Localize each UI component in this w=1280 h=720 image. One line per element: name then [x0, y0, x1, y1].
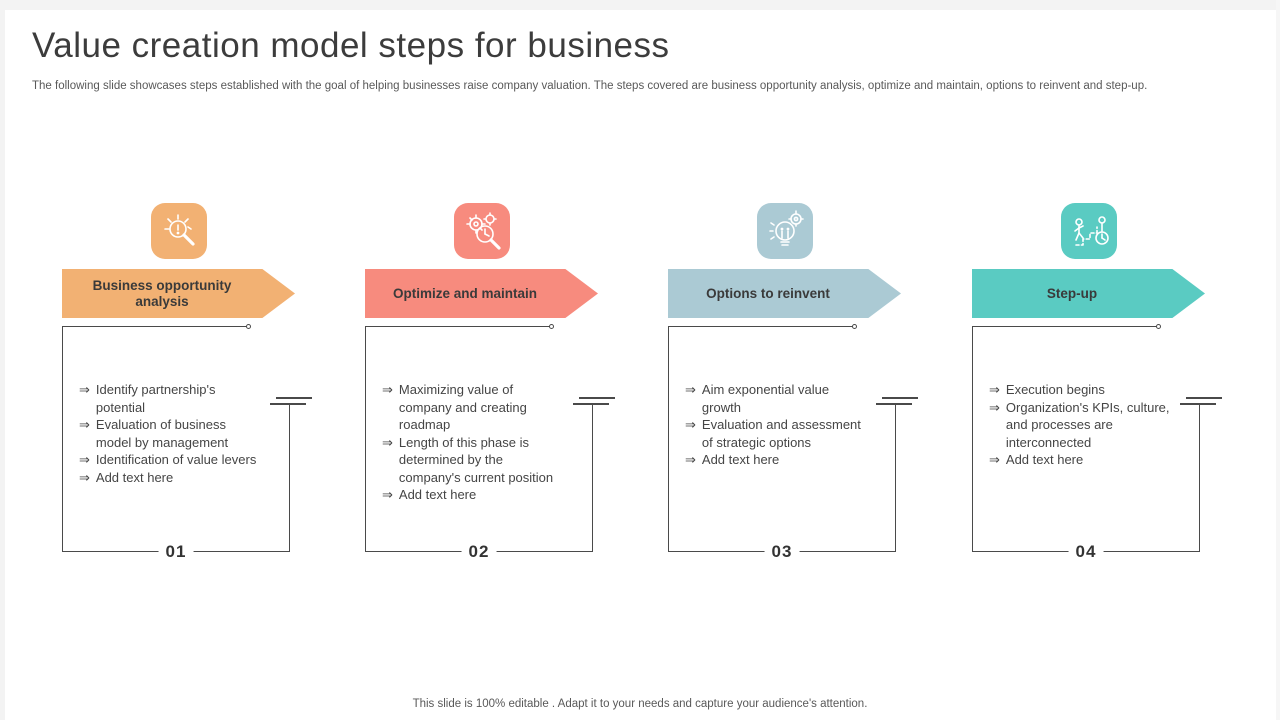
arrow-bullet-icon: ⇒	[79, 452, 90, 467]
step-banner-2: Optimize and maintain	[365, 269, 598, 318]
list-item: ⇒Add text here	[79, 469, 174, 485]
ground-symbol	[276, 397, 312, 399]
frame-line	[668, 326, 669, 552]
step-bullets-3: ⇒Aim exponential value growth ⇒Evaluatio…	[685, 381, 881, 469]
ground-symbol	[270, 403, 306, 405]
frame-line	[1199, 404, 1200, 552]
ground-symbol	[579, 397, 615, 399]
list-item: ⇒Evaluation of business model by managem…	[79, 417, 229, 450]
step-frame-1: 01	[62, 324, 312, 562]
arrow-bullet-icon: ⇒	[79, 417, 90, 432]
slide-footer-note: This slide is 100% editable . Adapt it t…	[412, 698, 868, 710]
list-item: ⇒Execution begins	[989, 382, 1105, 397]
frame-line	[62, 326, 247, 327]
step-bullets-4: ⇒Execution begins ⇒Organization's KPIs, …	[989, 381, 1185, 469]
step-number-4: 04	[1068, 542, 1104, 562]
arrow-bullet-icon: ⇒	[989, 452, 1000, 467]
step-bullets-1: ⇒Identify partnership's potential ⇒Evalu…	[79, 381, 275, 486]
arrow-bullet-icon: ⇒	[382, 487, 393, 502]
step-banner-1: Business opportunity analysis	[62, 269, 295, 318]
step-number-2: 02	[461, 542, 497, 562]
step-title-3: Options to reinvent	[706, 285, 830, 301]
list-item: ⇒Aim exponential value growth	[685, 382, 830, 415]
ground-symbol	[573, 403, 609, 405]
step-banner-4: Step-up	[972, 269, 1205, 318]
frame-line	[592, 404, 593, 552]
slide-edge-right	[1276, 0, 1280, 720]
frame-line	[895, 404, 896, 552]
frame-line	[668, 326, 853, 327]
step-title-4: Step-up	[1046, 285, 1098, 301]
list-item: ⇒Identify partnership's potential	[79, 382, 216, 415]
list-item: ⇒Add text here	[382, 487, 477, 502]
arrow-bullet-icon: ⇒	[79, 382, 90, 397]
frame-endpoint-dot	[1156, 324, 1161, 329]
list-item: ⇒Organization's KPIs, culture, and proce…	[989, 399, 1170, 450]
ground-symbol	[1186, 397, 1222, 399]
frame-line	[289, 404, 290, 552]
slide-edge-left	[0, 0, 5, 720]
arrow-bullet-icon: ⇒	[685, 417, 696, 432]
step-column-4: Step-up 04 ⇒Execution begins ⇒Organizati…	[972, 0, 1222, 720]
arrow-bullet-icon: ⇒	[382, 434, 393, 450]
arrow-bullet-icon: ⇒	[989, 399, 1000, 415]
page-title: Value creation model steps for business	[32, 26, 670, 65]
frame-line	[365, 326, 366, 552]
list-item: ⇒Add text here	[989, 452, 1084, 467]
arrow-bullet-icon: ⇒	[685, 382, 696, 397]
list-item: ⇒Identification of value levers	[79, 452, 257, 467]
list-item: ⇒Maximizing value of company and creatin…	[382, 382, 527, 432]
slide-edge-top	[0, 0, 1280, 10]
frame-endpoint-dot	[852, 324, 857, 329]
step-frame-4: 04	[972, 324, 1222, 562]
ground-symbol	[882, 397, 918, 399]
page-subtitle: The following slide showcases steps esta…	[32, 80, 1148, 92]
step-column-2: Optimize and maintain 02 ⇒Maximizing val…	[365, 0, 615, 720]
step-title-1: Business opportunity analysis	[92, 277, 232, 309]
step-column-3: Options to reinvent 03 ⇒Aim exponential …	[668, 0, 918, 720]
insight-search-icon	[151, 203, 207, 259]
ground-symbol	[876, 403, 912, 405]
step-title-2: Optimize and maintain	[392, 285, 538, 301]
step-number-1: 01	[158, 542, 194, 562]
arrow-bullet-icon: ⇒	[79, 469, 90, 485]
frame-endpoint-dot	[549, 324, 554, 329]
step-column-1: Business opportunity analysis 01 ⇒Identi…	[62, 0, 312, 720]
arrow-bullet-icon: ⇒	[989, 382, 1000, 397]
frame-endpoint-dot	[246, 324, 251, 329]
frame-line	[62, 326, 63, 552]
gears-magnifier-icon	[454, 203, 510, 259]
frame-line	[365, 326, 550, 327]
arrow-bullet-icon: ⇒	[685, 452, 696, 467]
step-frame-2: 02	[365, 324, 615, 562]
frame-line	[972, 326, 1157, 327]
ground-symbol	[1180, 403, 1216, 405]
step-bullets-2: ⇒Maximizing value of company and creatin…	[382, 381, 578, 504]
list-item: ⇒Evaluation and assessment of strategic …	[685, 417, 861, 450]
list-item: ⇒Length of this phase is determined by t…	[382, 434, 554, 485]
step-number-3: 03	[764, 542, 800, 562]
arrow-bullet-icon: ⇒	[382, 382, 393, 397]
step-frame-3: 03	[668, 324, 918, 562]
bulb-gear-icon	[757, 203, 813, 259]
step-banner-3: Options to reinvent	[668, 269, 901, 318]
list-item: ⇒Add text here	[685, 452, 780, 467]
frame-line	[972, 326, 973, 552]
climb-steps-icon	[1061, 203, 1117, 259]
